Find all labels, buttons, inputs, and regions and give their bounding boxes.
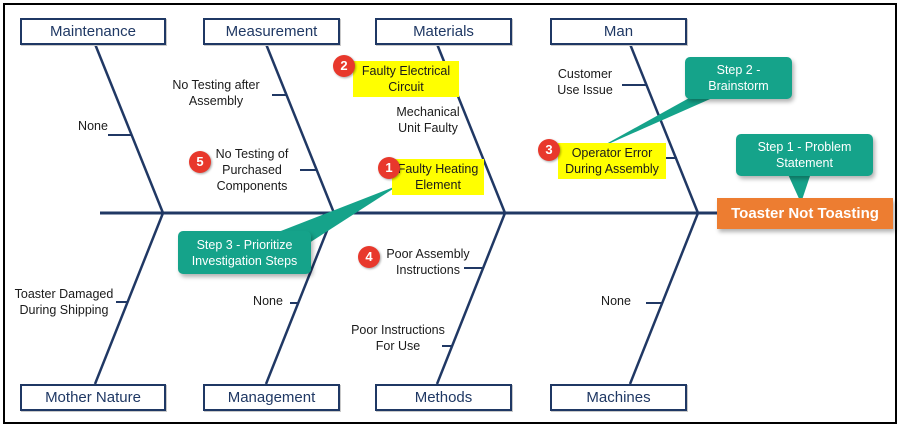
cause-poor-assembly-instructions: Poor Assembly Instructions	[386, 247, 470, 277]
cause-no-testing-of-purchased-components: No Testing of Purchased Components	[215, 147, 289, 193]
category-box-management: Management	[203, 384, 340, 411]
priority-marker-4: 4	[358, 246, 380, 268]
cause-no-testing-after-assembly: No Testing after Assembly	[172, 78, 260, 108]
bone-machines	[628, 212, 700, 385]
category-box-machines: Machines	[550, 384, 687, 411]
step1-callout-pointer	[786, 170, 812, 203]
step2-callout: Step 2 - Brainstorm	[685, 57, 792, 99]
cause-toaster-damaged-during-shipping: Toaster Damaged During Shipping	[14, 287, 114, 317]
cause-maintenance-none: None	[78, 119, 108, 133]
priority-marker-5: 5	[189, 151, 211, 173]
cause-machines-none: None	[601, 294, 631, 308]
step3-callout: Step 3 - Prioritize Investigation Steps	[178, 231, 311, 274]
cause-mechanical-unit-faulty: Mechanical Unit Faulty	[396, 105, 460, 135]
category-box-man: Man	[550, 18, 687, 45]
bone-methods	[435, 212, 507, 385]
bone-measurement	[264, 43, 336, 214]
cause-faulty-electrical-circuit: Faulty Electrical Circuit	[353, 61, 459, 97]
priority-marker-3: 3	[538, 139, 560, 161]
bone-man	[628, 43, 700, 214]
category-box-mother-nature: Mother Nature	[20, 384, 166, 411]
cause-customer-use-issue: Customer Use Issue	[557, 67, 613, 97]
cause-management-none: None	[253, 294, 283, 308]
priority-marker-1: 1	[378, 157, 400, 179]
effect-box: Toaster Not Toasting	[717, 198, 893, 229]
cause-faulty-heating-element: Faulty Heating Element	[392, 159, 484, 195]
step1-callout: Step 1 - Problem Statement	[736, 134, 873, 176]
bone-management	[264, 212, 336, 385]
bone-mother-nature	[93, 212, 165, 385]
category-box-maintenance: Maintenance	[20, 18, 166, 45]
priority-marker-2: 2	[333, 55, 355, 77]
cause-poor-instructions-for-use: Poor Instructions For Use	[351, 323, 445, 353]
category-box-methods: Methods	[375, 384, 512, 411]
category-box-measurement: Measurement	[203, 18, 340, 45]
cause-operator-error-during-assembly: Operator Error During Assembly	[558, 143, 666, 179]
category-box-materials: Materials	[375, 18, 512, 45]
bone-maintenance	[93, 43, 165, 214]
step2-callout-pointer	[597, 92, 726, 149]
